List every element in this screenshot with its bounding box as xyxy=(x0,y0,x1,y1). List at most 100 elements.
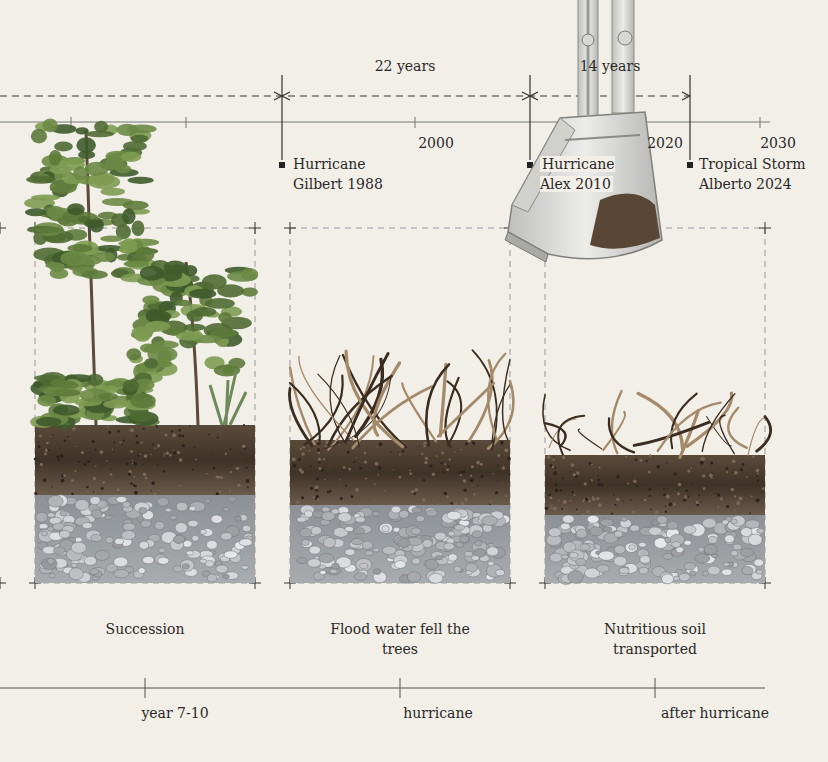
soil-grain xyxy=(351,495,354,498)
pebble xyxy=(689,571,695,576)
pebble xyxy=(189,506,196,511)
soil-grain xyxy=(588,497,590,499)
soil-grain xyxy=(582,501,584,503)
soil-grain xyxy=(481,475,484,478)
leaf-cluster xyxy=(205,298,235,309)
leaf-cluster xyxy=(131,220,144,236)
soil-grain xyxy=(64,439,66,441)
soil-grain xyxy=(460,449,462,451)
soil-grain xyxy=(78,461,80,463)
soil-grain xyxy=(40,463,43,466)
pebble xyxy=(71,542,86,553)
soil-grain xyxy=(90,457,91,458)
pebble xyxy=(683,525,696,534)
soil-grain xyxy=(591,464,593,466)
pebble xyxy=(619,568,629,574)
pebble xyxy=(356,558,372,571)
soil-grain xyxy=(756,476,758,478)
pebble xyxy=(748,534,762,545)
soil-grain xyxy=(51,486,52,487)
pebble xyxy=(373,548,380,552)
soil-grain xyxy=(570,500,572,502)
soil-grain xyxy=(583,499,585,501)
pebble xyxy=(165,508,171,512)
soil-grain xyxy=(136,435,139,438)
leaf-cluster xyxy=(217,284,244,297)
pebble xyxy=(60,511,67,516)
pebble xyxy=(170,515,176,520)
soil-grain xyxy=(242,444,246,448)
soil-grain xyxy=(437,503,439,505)
leaf-cluster xyxy=(127,125,156,134)
pebble xyxy=(123,523,136,531)
soil-grain xyxy=(649,454,651,456)
pebble xyxy=(115,538,124,544)
label: hurricane xyxy=(378,703,498,723)
soil-grain xyxy=(399,453,401,455)
soil-grain xyxy=(126,462,129,465)
soil-grain xyxy=(409,472,412,475)
soil-grain xyxy=(195,459,197,461)
pebble xyxy=(308,559,321,567)
pebble xyxy=(297,517,306,522)
pebble xyxy=(354,573,366,581)
soil-grain xyxy=(447,466,449,468)
soil-grain xyxy=(108,431,111,434)
soil-grain xyxy=(756,479,759,482)
leaf-cluster xyxy=(175,300,192,306)
soil-grain xyxy=(140,441,142,443)
soil-grain xyxy=(208,434,210,436)
pebble xyxy=(474,541,482,546)
soil-grain xyxy=(37,441,39,443)
soil-grain xyxy=(347,451,350,454)
soil-grain xyxy=(365,477,367,479)
pebble xyxy=(487,547,499,556)
soil-grain xyxy=(563,500,567,504)
pebble xyxy=(625,543,637,553)
leaf-cluster xyxy=(135,333,150,342)
soil-grain xyxy=(237,484,240,487)
soil-grain xyxy=(327,491,330,494)
leaf-cluster xyxy=(84,219,103,228)
pebble xyxy=(576,529,587,538)
soil-grain xyxy=(117,430,120,433)
soil-grain xyxy=(319,461,321,463)
pebble xyxy=(731,519,737,524)
soil-grain xyxy=(597,475,598,476)
root xyxy=(603,412,625,450)
soil-grain xyxy=(324,479,325,480)
leaf-cluster xyxy=(129,410,153,422)
soil-grain xyxy=(150,490,151,491)
soil-grain xyxy=(377,474,379,476)
root xyxy=(343,355,406,447)
soil-grain xyxy=(497,465,499,467)
soil-grain xyxy=(601,483,604,486)
soil-grain xyxy=(714,493,716,495)
soil-grain xyxy=(436,455,438,457)
label: 14 years xyxy=(550,56,670,76)
soil-grain xyxy=(614,504,616,506)
pebble xyxy=(95,550,109,560)
soil-grain xyxy=(444,463,446,465)
soil-grain xyxy=(740,468,743,471)
soil-grain xyxy=(691,483,693,485)
leaf-cluster xyxy=(60,251,88,265)
pebble xyxy=(731,516,745,527)
fallen-roots xyxy=(289,350,770,457)
pebble xyxy=(425,559,438,569)
pebble xyxy=(435,555,442,559)
soil-grain xyxy=(217,436,219,438)
soil-grain xyxy=(442,470,445,473)
pebble xyxy=(587,515,599,523)
pebble xyxy=(345,527,354,532)
soil-grain xyxy=(394,469,395,470)
soil-grain xyxy=(155,447,157,449)
pebble xyxy=(75,499,89,510)
soil-grain xyxy=(749,512,751,514)
leaf-cluster xyxy=(47,206,64,219)
root xyxy=(578,429,601,449)
pebble xyxy=(309,546,321,554)
pebble xyxy=(745,520,760,528)
pebble xyxy=(155,521,165,529)
soil-grain xyxy=(34,492,37,495)
